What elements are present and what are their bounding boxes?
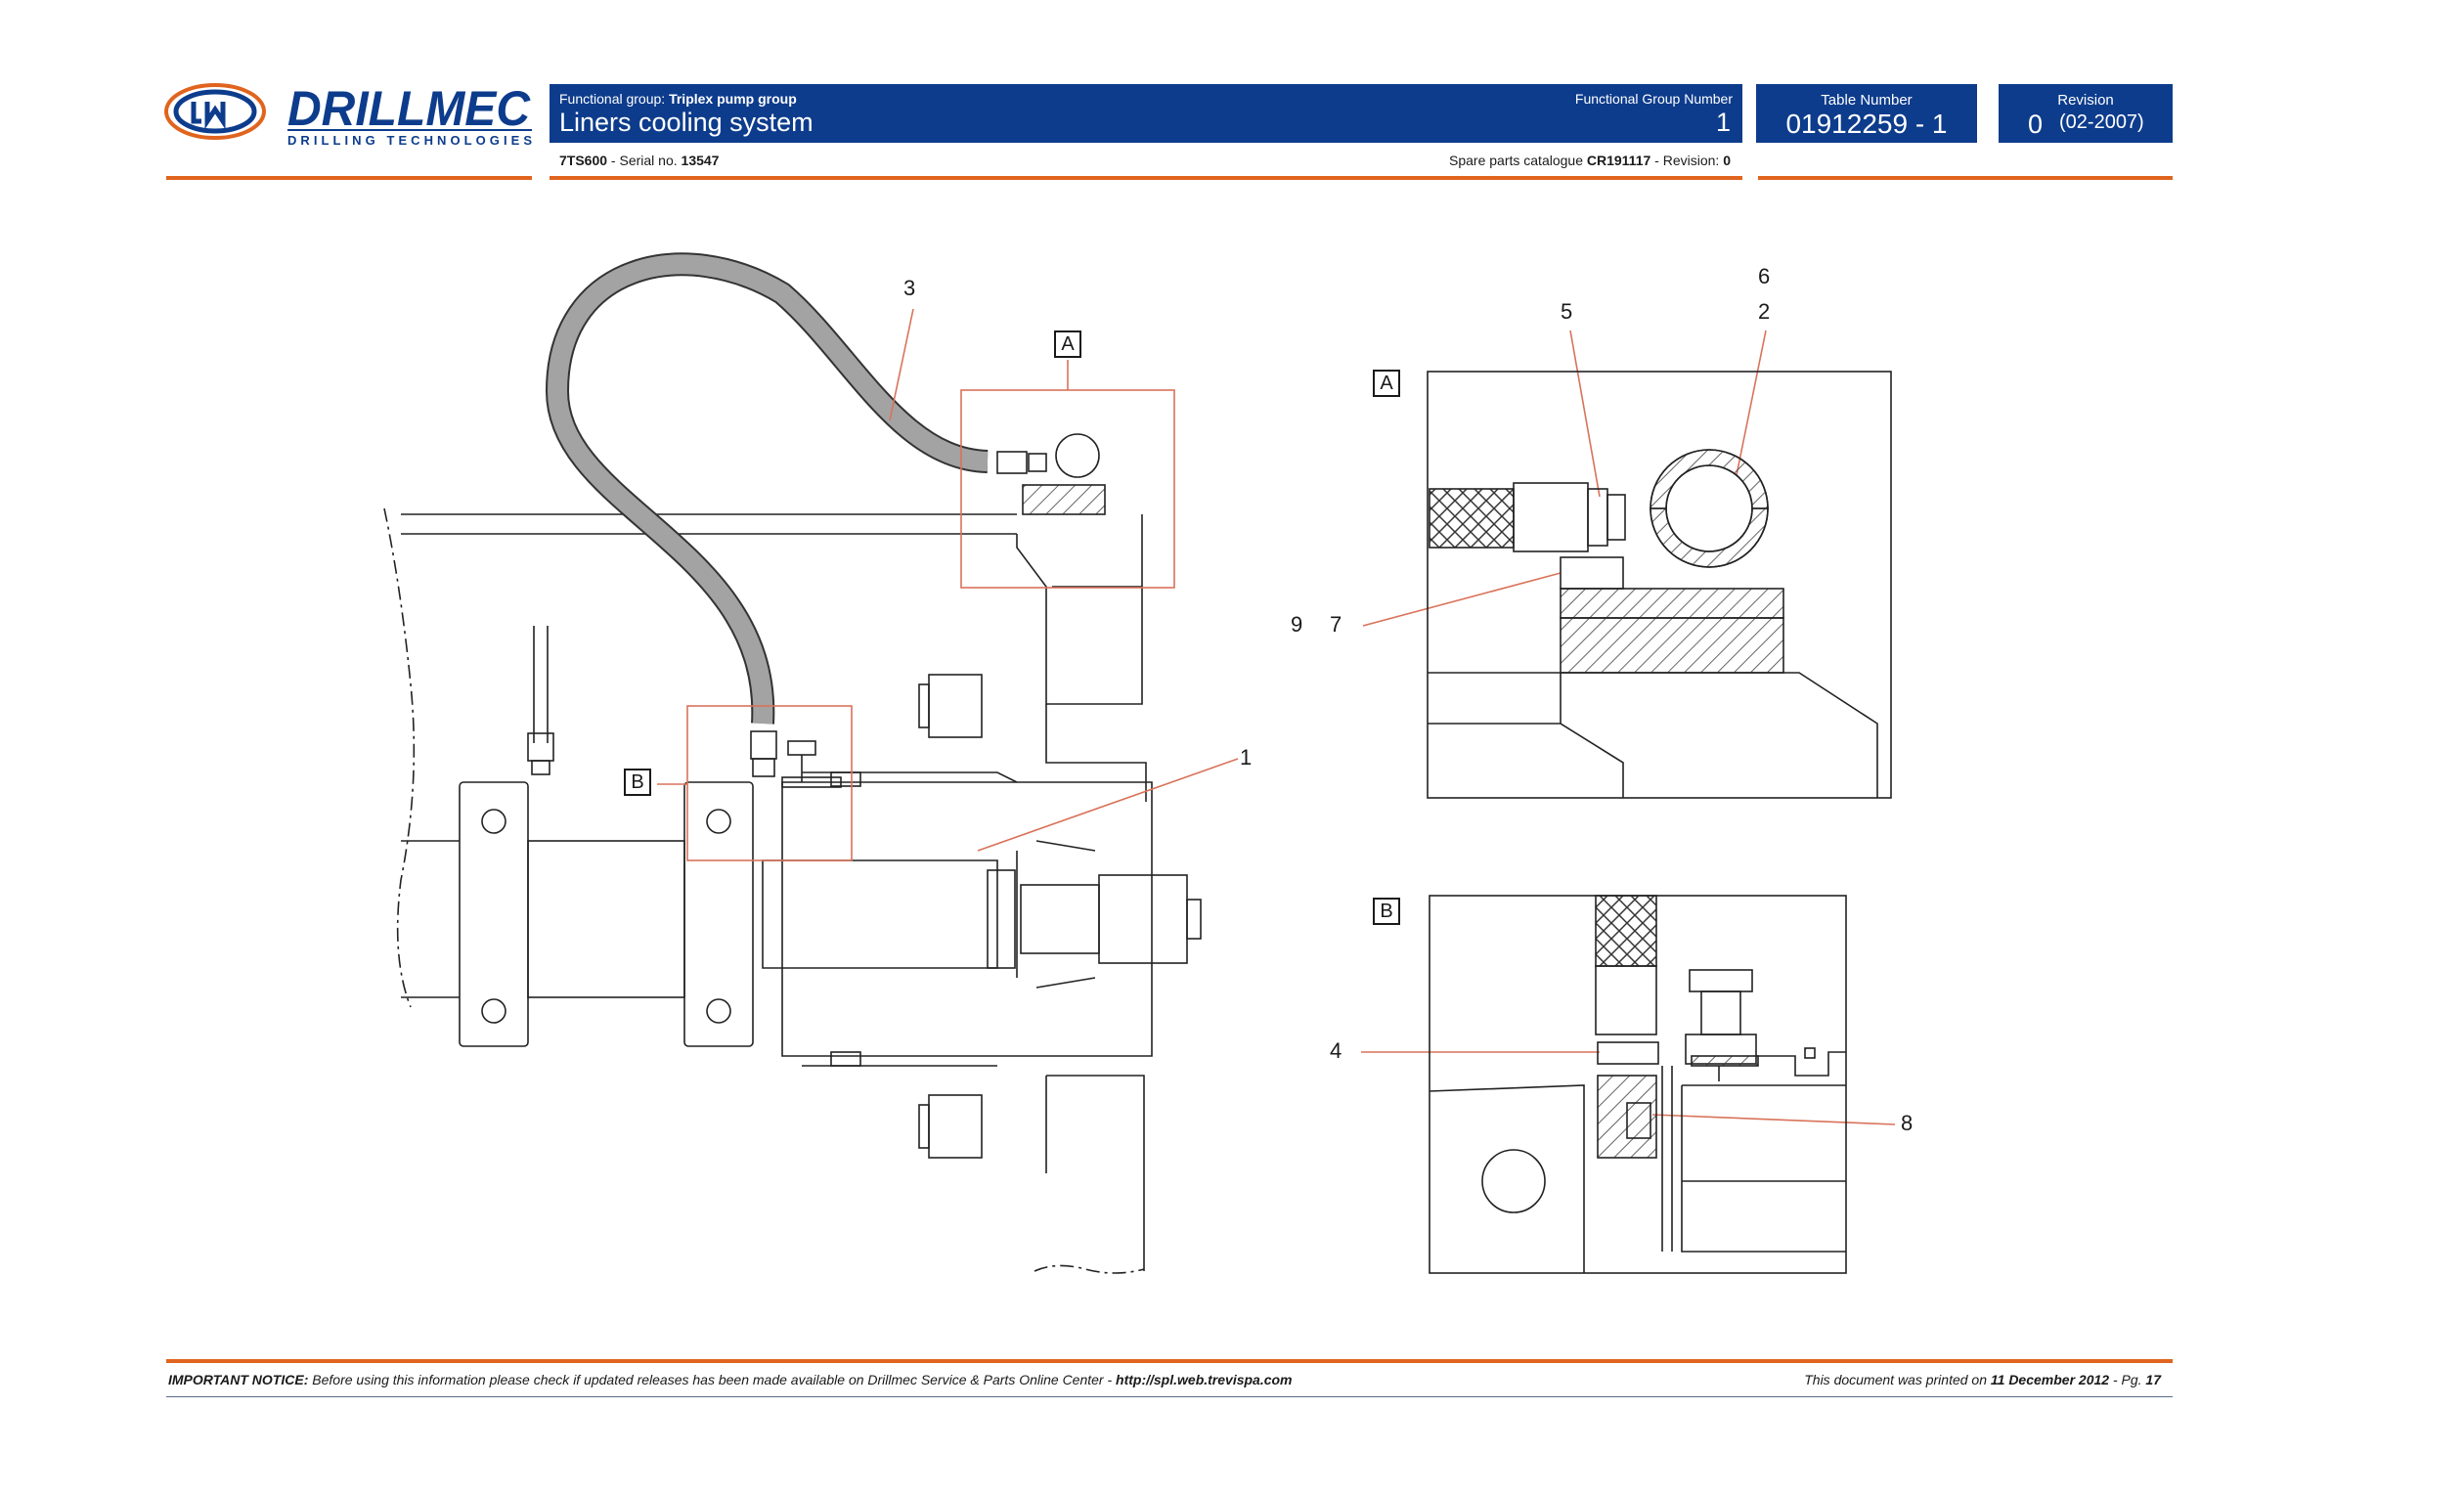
table-number-value: 01912259 - 1 bbox=[1785, 109, 1948, 139]
functional-group-line: Functional group: Triplex pump group bbox=[559, 91, 797, 107]
serial-number: 13547 bbox=[681, 153, 720, 168]
revision-box: Revision 0 (02-2007) bbox=[1999, 84, 2173, 143]
print-info: This document was printed on 11 December… bbox=[1564, 1372, 2161, 1387]
detail-a-tag-main: A bbox=[1054, 330, 1081, 358]
catalogue-revision: 0 bbox=[1723, 153, 1731, 168]
leader-1 bbox=[977, 758, 1239, 852]
footer-bottom-line bbox=[166, 1396, 2173, 1397]
break-line-bottom bbox=[1034, 1264, 1145, 1274]
leader-8 bbox=[1651, 1114, 1896, 1125]
callout-6: 6 bbox=[1758, 264, 1771, 288]
table-number-box: Table Number 01912259 - 1 bbox=[1756, 84, 1977, 143]
serial-prefix: - Serial no. bbox=[607, 153, 682, 168]
notice-text: Before using this information please che… bbox=[308, 1372, 1117, 1387]
callout-5: 5 bbox=[1561, 299, 1573, 324]
footer-rule bbox=[166, 1359, 2173, 1363]
header-rule-left bbox=[166, 176, 532, 180]
page-title: Liners cooling system bbox=[559, 108, 814, 137]
callout-1: 1 bbox=[1240, 745, 1253, 770]
header-rule-right bbox=[1758, 176, 2173, 180]
detail-a-view bbox=[1427, 371, 1892, 799]
header-rule-middle bbox=[550, 176, 1742, 180]
revision-number: 0 bbox=[2028, 110, 2044, 139]
detail-b-boundary bbox=[686, 705, 853, 861]
callout-3: 3 bbox=[903, 276, 916, 300]
model-serial-line: 7TS600 - Serial no. 13547 bbox=[559, 153, 719, 168]
detail-a-tag: A bbox=[1373, 370, 1400, 397]
callout-2: 2 bbox=[1758, 299, 1771, 324]
callout-8: 8 bbox=[1901, 1111, 1914, 1135]
notice-url[interactable]: http://spl.web.trevispa.com bbox=[1116, 1372, 1293, 1387]
functional-group-number-label: Functional Group Number bbox=[1574, 91, 1733, 107]
functional-group-name: Triplex pump group bbox=[669, 91, 797, 107]
leader-7 bbox=[1362, 572, 1562, 627]
page-number: 17 bbox=[2145, 1372, 2161, 1387]
model-code: 7TS600 bbox=[559, 153, 608, 168]
leader-5 bbox=[1569, 330, 1601, 498]
detail-b-tag-main: B bbox=[624, 769, 651, 796]
notice-label: IMPORTANT NOTICE: bbox=[168, 1372, 309, 1387]
callout-7: 7 bbox=[1330, 612, 1342, 637]
revision-date: (02-2007) bbox=[2059, 111, 2144, 133]
callout-4: 4 bbox=[1330, 1038, 1342, 1063]
catalogue-prefix: Spare parts catalogue bbox=[1449, 153, 1587, 168]
catalogue-line: Spare parts catalogue CR191117 - Revisio… bbox=[1271, 153, 1731, 168]
printed-prefix: This document was printed on bbox=[1804, 1372, 1991, 1387]
printed-date: 11 December 2012 bbox=[1990, 1372, 2110, 1387]
table-number-label: Table Number bbox=[1821, 92, 1913, 109]
detail-b-tag: B bbox=[1373, 898, 1400, 925]
leader-3 bbox=[889, 308, 914, 421]
callout-9: 9 bbox=[1291, 612, 1303, 637]
header-title-bar: Functional group: Triplex pump group Lin… bbox=[550, 84, 1742, 143]
drillmec-logo: DRILLMEC DRILLING TECHNOLOGIES bbox=[164, 80, 536, 149]
page-prefix: - Pg. bbox=[2109, 1372, 2146, 1387]
leader-2 bbox=[1736, 330, 1767, 476]
catalogue-code: CR191117 bbox=[1586, 153, 1651, 168]
break-line-left bbox=[383, 507, 416, 1008]
revision-label: Revision bbox=[2057, 92, 2114, 109]
detail-b-view bbox=[1429, 895, 1847, 1274]
important-notice: IMPORTANT NOTICE: Before using this info… bbox=[168, 1372, 1293, 1387]
catalogue-revision-prefix: - Revision: bbox=[1650, 153, 1724, 168]
functional-group-prefix: Functional group: bbox=[559, 91, 670, 107]
functional-group-number-value: 1 bbox=[1715, 108, 1731, 137]
logo-brand-text: DRILLMEC bbox=[287, 81, 531, 136]
